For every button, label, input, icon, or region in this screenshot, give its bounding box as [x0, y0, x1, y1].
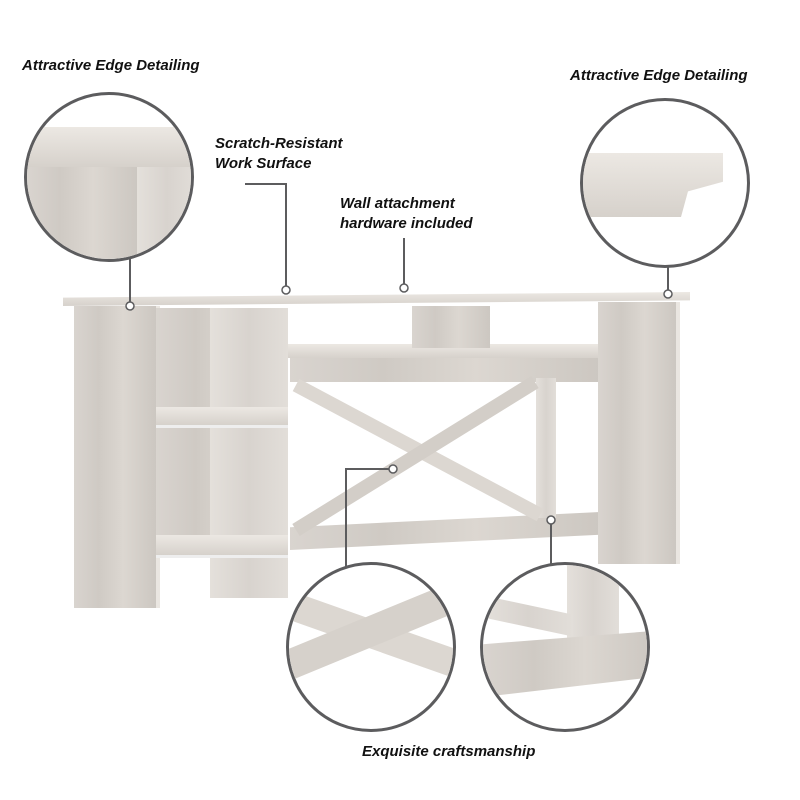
label-scratch-resistant: Scratch-Resistant	[215, 135, 343, 152]
label-hardware-included: hardware included	[340, 215, 473, 232]
t-joint-brace-image	[483, 595, 573, 637]
edge-left-top-image	[27, 127, 191, 167]
label-work-surface: Work Surface	[215, 155, 312, 172]
desk-shelf-upper	[156, 407, 288, 428]
x-joint-image	[289, 581, 453, 679]
label-wall-attachment: Wall attachment	[340, 195, 455, 212]
edge-left-side-image	[27, 167, 137, 259]
desk-vertical-post	[536, 378, 556, 518]
label-craftsmanship: Exquisite craftsmanship	[362, 743, 536, 760]
desk-right-side-panel	[598, 302, 680, 564]
desk-hutch-shelf	[288, 344, 674, 358]
desk-hutch-divider	[412, 306, 490, 348]
desk-shelf-lower	[156, 535, 288, 558]
detail-circle-edge-left	[24, 92, 194, 262]
t-joint-rail-image	[483, 631, 647, 697]
detail-circle-t-joint	[480, 562, 650, 732]
detail-circle-x-joint	[286, 562, 456, 732]
detail-circle-edge-right	[580, 98, 750, 268]
edge-left-corner-image	[137, 167, 191, 259]
edge-right-profile-image	[583, 153, 723, 217]
t-joint-post-image	[567, 565, 619, 641]
label-edge-detail-left: Attractive Edge Detailing	[22, 57, 200, 74]
label-edge-detail-right: Attractive Edge Detailing	[570, 67, 748, 84]
